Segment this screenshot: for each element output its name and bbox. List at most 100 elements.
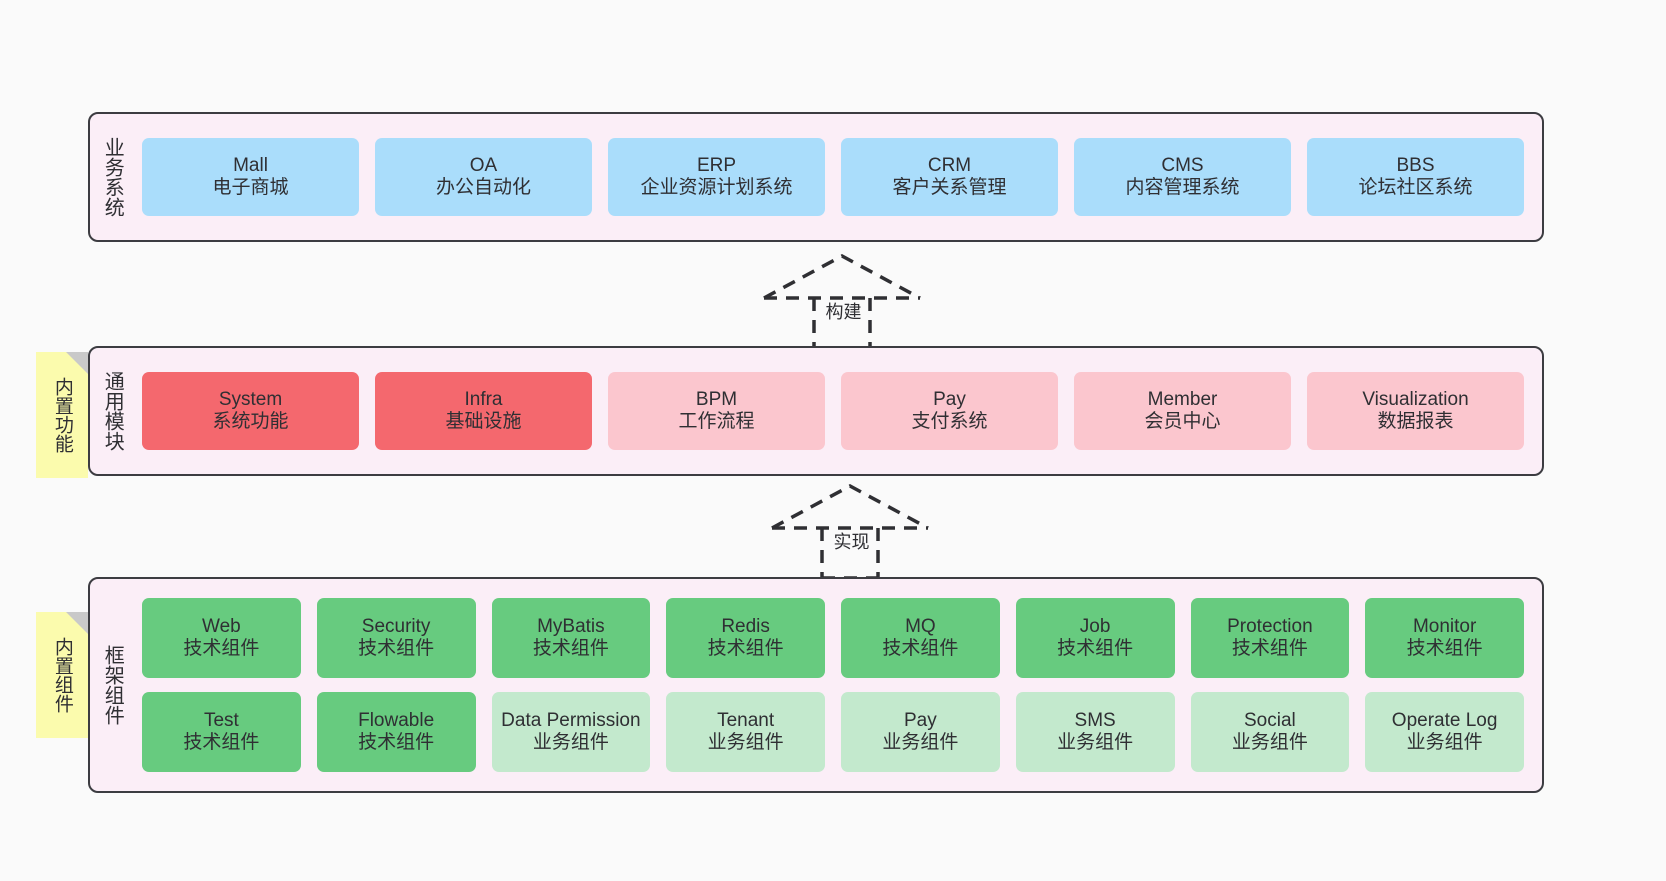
card-title: CRM xyxy=(927,154,972,176)
card-subtitle: 电子商城 xyxy=(212,177,289,198)
card-mybatis[interactable]: MyBatis 技术组件 xyxy=(491,598,651,678)
card-bbs[interactable]: BBS 论坛社区系统 xyxy=(1307,138,1524,216)
card-title: SMS xyxy=(1074,709,1116,731)
card-infra[interactable]: Infra 基础设施 xyxy=(375,372,592,450)
layer-framework-components[interactable]: 框架组件 Web 技术组件 Security 技术组件 MyBatis 技术组件… xyxy=(88,577,1544,793)
card-title: Data Permission xyxy=(501,709,641,731)
layer-body-common-modules: System 系统功能 Infra 基础设施 BPM 工作流程 Pay 支付系统… xyxy=(134,348,1542,474)
card-mq[interactable]: MQ 技术组件 xyxy=(841,598,1000,678)
card-visualization[interactable]: Visualization 数据报表 xyxy=(1307,372,1524,450)
card-system[interactable]: System 系统功能 xyxy=(142,372,359,450)
card-subtitle: 数据报表 xyxy=(1377,411,1454,432)
card-subtitle: 办公自动化 xyxy=(435,177,531,198)
layer-body-framework-components: Web 技术组件 Security 技术组件 MyBatis 技术组件 Redi… xyxy=(134,579,1542,791)
card-title: BBS xyxy=(1396,154,1435,176)
card-subtitle: 业务组件 xyxy=(707,732,784,753)
card-pay-module[interactable]: Pay 支付系统 xyxy=(841,372,1058,450)
card-web[interactable]: Web 技术组件 xyxy=(142,598,301,678)
card-row: Web 技术组件 Security 技术组件 MyBatis 技术组件 Redi… xyxy=(142,598,1524,678)
card-subtitle: 技术组件 xyxy=(1057,638,1134,659)
card-title: Infra xyxy=(464,388,503,410)
card-subtitle: 技术组件 xyxy=(532,638,609,659)
card-subtitle: 业务组件 xyxy=(1057,732,1134,753)
card-erp[interactable]: ERP 企业资源计划系统 xyxy=(608,138,825,216)
card-subtitle: 支付系统 xyxy=(911,411,988,432)
sticky-note-label: 内置组件 xyxy=(51,637,73,713)
card-title: Test xyxy=(203,709,239,731)
card-title: ERP xyxy=(696,154,737,176)
card-security[interactable]: Security 技术组件 xyxy=(316,598,476,678)
card-title: Social xyxy=(1244,709,1296,731)
card-subtitle: 业务组件 xyxy=(532,732,609,753)
card-job[interactable]: Job 技术组件 xyxy=(1015,598,1175,678)
card-subtitle: 系统功能 xyxy=(212,411,289,432)
folded-corner-icon xyxy=(66,612,88,634)
card-subtitle: 技术组件 xyxy=(1406,638,1483,659)
card-subtitle: 技术组件 xyxy=(882,638,959,659)
card-title: Security xyxy=(361,615,431,637)
card-mall[interactable]: Mall 电子商城 xyxy=(142,138,359,216)
card-title: Web xyxy=(202,615,241,637)
card-subtitle: 技术组件 xyxy=(358,638,435,659)
card-subtitle: 基础设施 xyxy=(445,411,522,432)
realize-arrow: 实现 xyxy=(760,482,940,582)
build-arrow: 构建 xyxy=(752,252,932,352)
card-sms[interactable]: SMS 业务组件 xyxy=(1015,692,1175,772)
card-title: Member xyxy=(1147,388,1218,410)
card-redis[interactable]: Redis 技术组件 xyxy=(666,598,825,678)
card-title: BPM xyxy=(695,388,738,410)
sticky-note-builtin-components[interactable]: 内置组件 xyxy=(36,612,88,738)
card-title: Pay xyxy=(904,709,937,731)
sticky-note-label: 内置功能 xyxy=(51,377,73,453)
card-cms[interactable]: CMS 内容管理系统 xyxy=(1074,138,1291,216)
card-title: Visualization xyxy=(1362,388,1469,410)
card-title: System xyxy=(218,388,283,410)
card-row: Test 技术组件 Flowable 技术组件 Data Permission … xyxy=(142,692,1524,772)
card-subtitle: 工作流程 xyxy=(678,411,755,432)
layer-title-common-modules: 通用模块 xyxy=(101,371,124,451)
card-subtitle: 业务组件 xyxy=(882,732,959,753)
card-subtitle: 技术组件 xyxy=(1231,638,1308,659)
layer-common-modules[interactable]: 通用模块 System 系统功能 Infra 基础设施 BPM 工作流程 Pay xyxy=(88,346,1544,476)
build-arrow-label: 构建 xyxy=(825,302,862,322)
layer-title-business-system: 业务系统 xyxy=(101,137,124,217)
card-subtitle: 技术组件 xyxy=(183,638,260,659)
card-tenant[interactable]: Tenant 业务组件 xyxy=(666,692,825,772)
card-subtitle: 会员中心 xyxy=(1144,411,1221,432)
card-title: OA xyxy=(469,154,498,176)
card-protection[interactable]: Protection 技术组件 xyxy=(1190,598,1350,678)
card-data-permission[interactable]: Data Permission 业务组件 xyxy=(491,692,651,772)
card-subtitle: 技术组件 xyxy=(358,732,435,753)
card-title: Job xyxy=(1079,615,1111,637)
sticky-note-builtin-functions[interactable]: 内置功能 xyxy=(36,352,88,478)
layer-business-system[interactable]: 业务系统 Mall 电子商城 OA 办公自动化 ERP 企业资源计划系统 CRM xyxy=(88,112,1544,242)
card-subtitle: 业务组件 xyxy=(1406,732,1483,753)
card-member[interactable]: Member 会员中心 xyxy=(1074,372,1291,450)
card-subtitle: 论坛社区系统 xyxy=(1358,177,1473,198)
card-subtitle: 技术组件 xyxy=(183,732,260,753)
card-crm[interactable]: CRM 客户关系管理 xyxy=(841,138,1058,216)
card-title: Pay xyxy=(933,388,966,410)
card-oa[interactable]: OA 办公自动化 xyxy=(375,138,592,216)
card-subtitle: 技术组件 xyxy=(707,638,784,659)
card-subtitle: 客户关系管理 xyxy=(892,177,1007,198)
card-flowable[interactable]: Flowable 技术组件 xyxy=(316,692,476,772)
card-title: Protection xyxy=(1227,615,1313,637)
card-subtitle: 内容管理系统 xyxy=(1125,177,1240,198)
card-title: Operate Log xyxy=(1391,709,1498,731)
card-title: Mall xyxy=(233,154,268,176)
card-social[interactable]: Social 业务组件 xyxy=(1190,692,1350,772)
card-test[interactable]: Test 技术组件 xyxy=(142,692,301,772)
card-monitor[interactable]: Monitor 技术组件 xyxy=(1365,598,1524,678)
card-bpm[interactable]: BPM 工作流程 xyxy=(608,372,825,450)
realize-arrow-label: 实现 xyxy=(833,532,870,552)
folded-corner-icon xyxy=(66,352,88,374)
card-title: Redis xyxy=(721,615,770,637)
card-row: Mall 电子商城 OA 办公自动化 ERP 企业资源计划系统 CRM 客户关系… xyxy=(142,138,1524,216)
card-title: MyBatis xyxy=(537,615,605,637)
card-operate-log[interactable]: Operate Log 业务组件 xyxy=(1365,692,1524,772)
card-subtitle: 业务组件 xyxy=(1231,732,1308,753)
card-pay-component[interactable]: Pay 业务组件 xyxy=(841,692,1000,772)
card-row: System 系统功能 Infra 基础设施 BPM 工作流程 Pay 支付系统… xyxy=(142,372,1524,450)
card-title: Monitor xyxy=(1412,615,1477,637)
